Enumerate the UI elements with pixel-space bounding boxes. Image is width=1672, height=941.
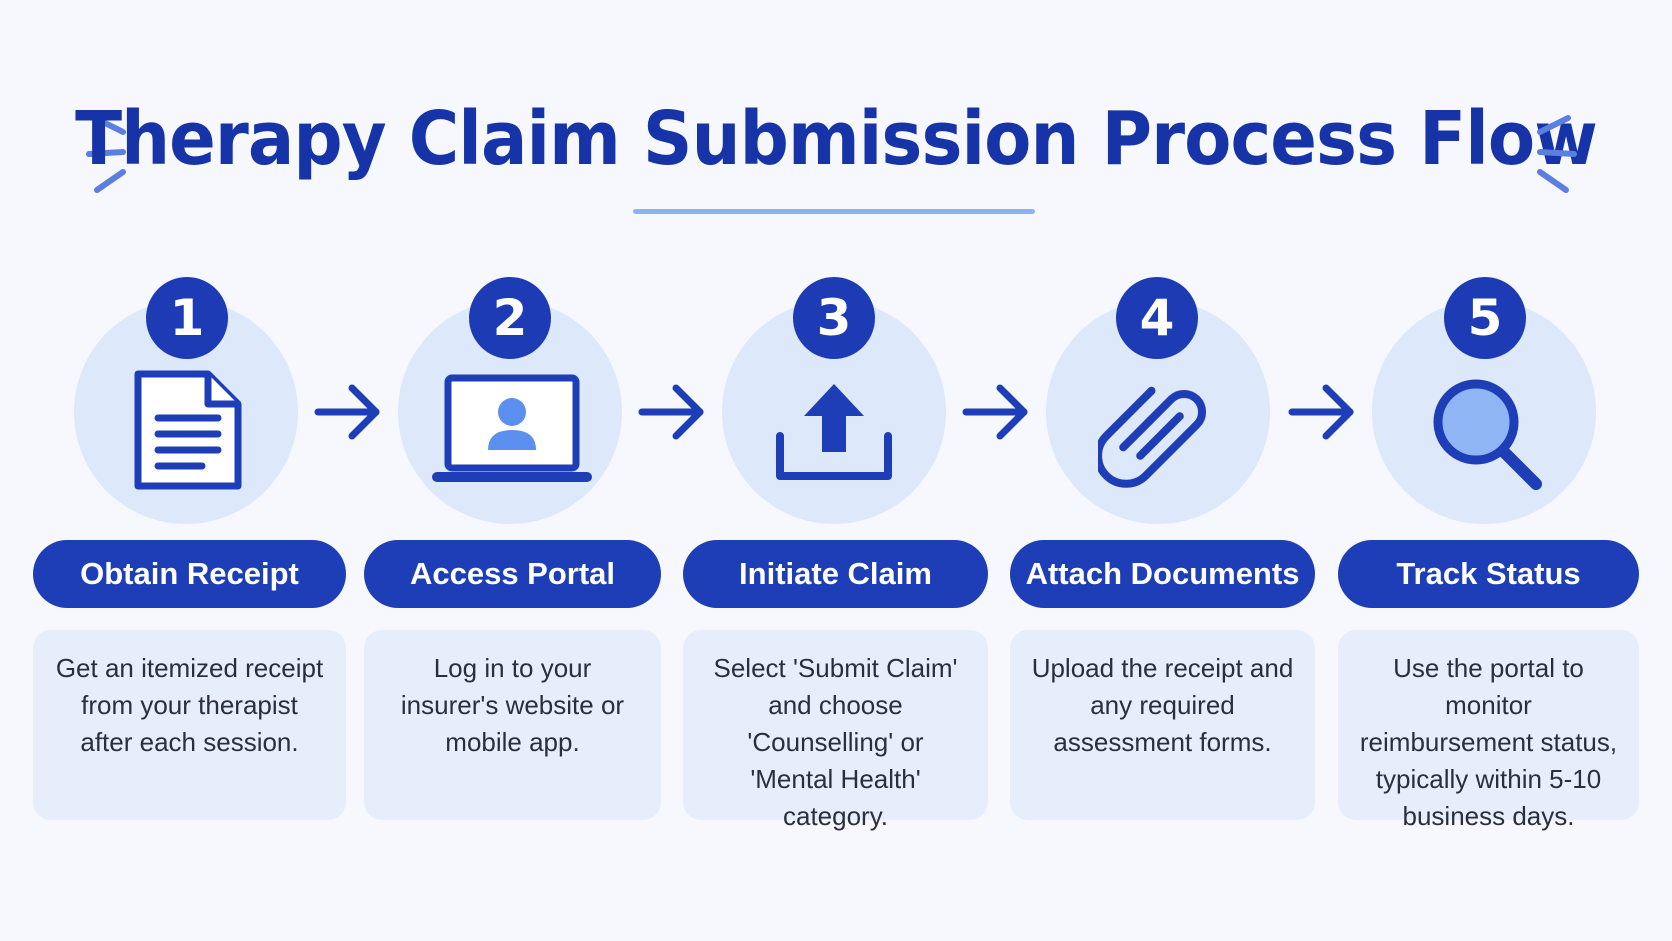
arrow-right-icon (314, 384, 380, 440)
step-4-description-card: Upload the receipt and any required asse… (1010, 630, 1315, 820)
step-3-description-card: Select 'Submit Claim' and choose 'Counse… (683, 630, 988, 831)
title-underline (633, 209, 1035, 214)
decorative-spark-left-icon (86, 115, 126, 193)
decorative-spark-right-icon (1537, 115, 1577, 193)
paperclip-icon (1098, 386, 1207, 488)
page-title: Therapy Claim Submission Process Flow (75, 96, 1598, 182)
step-2-description-card: Log in to your insurer's website or mobi… (364, 630, 661, 820)
step-5-description-card: Use the portal to monitor reimbursement … (1338, 630, 1639, 831)
arrow-right-icon (1288, 384, 1354, 440)
laptop-user-icon (432, 374, 592, 482)
arrow-right-icon (638, 384, 704, 440)
step-1-label-pill: Obtain Receipt (33, 540, 346, 608)
step-3-label-pill: Initiate Claim (683, 540, 988, 608)
step-5-number-badge: 5 (1444, 277, 1526, 359)
step-5-label-pill: Track Status (1338, 540, 1639, 608)
step-2-number-badge: 2 (469, 277, 551, 359)
step-4-number-badge: 4 (1116, 277, 1198, 359)
step-4-label-pill: Attach Documents (1010, 540, 1315, 608)
step-1-number-badge: 1 (146, 277, 228, 359)
step-1-description-card: Get an itemized receipt from your therap… (33, 630, 346, 820)
document-icon (134, 370, 242, 490)
arrow-right-icon (962, 384, 1028, 440)
step-2-label-pill: Access Portal (364, 540, 661, 608)
step-3-number-badge: 3 (793, 277, 875, 359)
magnifier-icon (1433, 379, 1542, 490)
upload-icon (776, 384, 892, 480)
